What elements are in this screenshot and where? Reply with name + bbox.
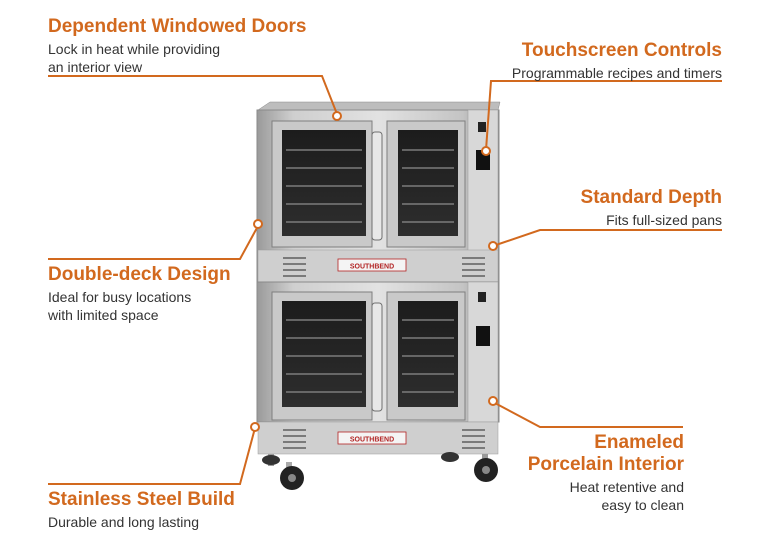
lower-power-switch (478, 292, 486, 302)
upper-brand-text: SOUTHBEND (350, 264, 394, 271)
feature-depth-title: Standard Depth (580, 187, 722, 208)
casters (262, 452, 498, 490)
lower-door-handle (371, 302, 383, 412)
feature-doors-desc-line2: an interior view (48, 59, 143, 75)
feature-touchscreen-title: Touchscreen Controls (521, 40, 722, 61)
feature-doors: Dependent Windowed Doors Lock in heat wh… (48, 16, 306, 76)
feature-depth-desc: Fits full-sized pans (606, 212, 722, 228)
lower-brand-plate (337, 431, 407, 445)
callout-lines (48, 75, 722, 485)
feature-touchscreen: Touchscreen Controls Programmable recipe… (512, 40, 722, 82)
feature-stainless: Stainless Steel Build Durable and long l… (48, 489, 235, 531)
lower-right-window (398, 301, 458, 407)
lower-brand-text: SOUTHBEND (350, 437, 394, 444)
feature-double-deck-desc-line2: with limited space (48, 307, 159, 323)
upper-door-handle (371, 131, 383, 241)
feature-double-deck: Double-deck Design Ideal for busy locati… (48, 264, 231, 324)
feature-enameled-desc: Heat retentive and easy to clean (528, 478, 684, 514)
upper-racks (286, 149, 454, 223)
feature-enameled: Enameled Porcelain Interior Heat retenti… (528, 432, 684, 514)
feature-stainless-desc: Durable and long lasting (48, 514, 199, 530)
lower-racks (286, 319, 454, 393)
oven-top (257, 101, 501, 111)
upper-right-window (398, 130, 458, 236)
callout-dots (250, 111, 498, 432)
feature-double-deck-title: Double-deck Design (48, 264, 231, 285)
feature-doors-desc-line1: Lock in heat while providing (48, 41, 220, 57)
feature-enameled-title-line1: Enameled (594, 432, 684, 453)
upper-brand-plate (337, 258, 407, 272)
feature-double-deck-desc-line1: Ideal for busy locations (48, 289, 192, 305)
feature-enameled-desc-line1: Heat retentive and (569, 479, 684, 495)
feature-depth: Standard Depth Fits full-sized pans (581, 187, 722, 229)
upper-power-switch (478, 122, 486, 132)
upper-left-window (282, 130, 366, 236)
feature-enameled-desc-line2: easy to clean (601, 497, 685, 513)
feature-doors-title: Dependent Windowed Doors (48, 16, 307, 37)
feature-stainless-title: Stainless Steel Build (48, 489, 235, 510)
base-vents (283, 429, 485, 449)
feature-double-deck-desc: Ideal for busy locations with limited sp… (48, 288, 231, 324)
feature-touchscreen-desc: Programmable recipes and timers (511, 65, 722, 81)
upper-vents (283, 257, 485, 277)
feature-doors-desc: Lock in heat while providing an interior… (48, 40, 306, 76)
feature-enameled-title-line2: Porcelain Interior (527, 454, 684, 475)
lower-touchscreen (476, 326, 490, 346)
lower-left-window (282, 301, 366, 407)
